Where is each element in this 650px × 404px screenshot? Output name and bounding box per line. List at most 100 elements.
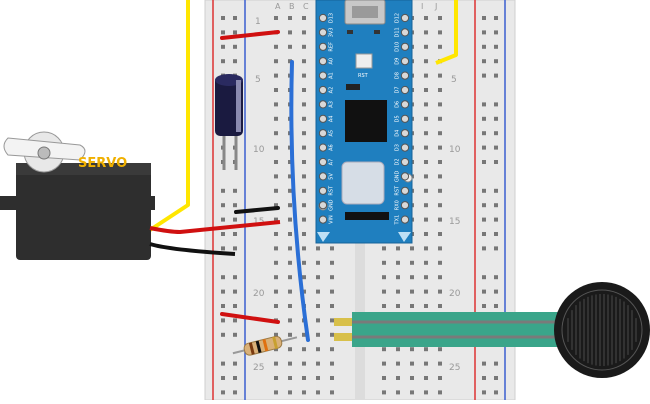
breadboard-hole — [482, 304, 486, 308]
arduino-nano: RST D133V3REFA0A1A2A3A4A5A6A75VRSTGNDVIN… — [315, 0, 413, 244]
breadboard-hole — [438, 232, 442, 236]
row-number-1: 1 — [255, 17, 261, 27]
breadboard-hole — [233, 59, 237, 64]
breadboard-hole — [438, 16, 442, 20]
breadboard-hole — [221, 232, 225, 236]
breadboard-hole — [482, 131, 486, 136]
breadboard-hole — [382, 347, 386, 352]
breadboard-hole — [438, 102, 442, 107]
breadboard-hole — [382, 361, 386, 366]
breadboard-hole — [302, 289, 306, 294]
breadboard-hole — [482, 361, 486, 366]
breadboard-hole — [221, 246, 225, 251]
row-number-20-right: 20 — [449, 289, 461, 299]
arduino-pin-label: A1 — [329, 72, 335, 79]
breadboard-hole — [330, 332, 334, 337]
breadboard-hole — [330, 304, 334, 308]
breadboard-hole — [233, 318, 237, 323]
breadboard-hole — [482, 289, 486, 294]
breadboard-hole — [221, 304, 225, 308]
arduino-pin-label: VIN — [329, 215, 335, 224]
arduino-pin-label: D12 — [395, 13, 401, 23]
breadboard-hole — [288, 59, 292, 64]
breadboard-hole — [482, 59, 486, 64]
breadboard-hole — [288, 260, 292, 265]
arduino-pin-label: D2 — [395, 158, 401, 165]
breadboard-hole — [302, 145, 306, 150]
breadboard-hole — [396, 376, 400, 380]
breadboard-hole — [410, 246, 414, 251]
arduino-pin-label: D3 — [395, 144, 401, 151]
breadboard-hole — [302, 188, 306, 193]
arduino-pin — [400, 42, 410, 51]
breadboard-hole — [233, 332, 237, 337]
breadboard-hole — [494, 246, 498, 251]
breadboard-hole — [424, 217, 428, 222]
breadboard-hole — [316, 361, 320, 366]
breadboard-hole — [274, 188, 278, 193]
breadboard-hole — [221, 217, 225, 222]
breadboard-hole — [396, 289, 400, 294]
breadboard-hole — [396, 260, 400, 265]
breadboard-hole — [494, 145, 498, 150]
breadboard-hole — [221, 332, 225, 337]
breadboard-hole — [302, 361, 306, 366]
breadboard-hole — [274, 275, 278, 280]
breadboard-hole — [302, 390, 306, 395]
breadboard-hole — [274, 376, 278, 380]
arduino-pin-label: A0 — [329, 58, 335, 65]
breadboard-hole — [382, 304, 386, 308]
breadboard-hole — [288, 289, 292, 294]
breadboard-hole — [274, 59, 278, 64]
breadboard-hole — [316, 318, 320, 323]
breadboard-hole — [494, 30, 498, 35]
breadboard-hole — [482, 30, 486, 35]
breadboard-hole — [494, 102, 498, 107]
arduino-pin — [400, 13, 410, 23]
breadboard-hole — [233, 188, 237, 193]
col-letter-c: C — [303, 2, 309, 11]
breadboard-hole — [424, 73, 428, 78]
breadboard-hole — [274, 361, 278, 366]
resistor — [232, 335, 298, 356]
resistor-band-3 — [262, 338, 269, 352]
blue-analog-wire — [289, 60, 310, 342]
arduino-pin-label: A5 — [329, 130, 335, 137]
breadboard-hole — [274, 217, 278, 222]
breadboard-hole — [221, 16, 225, 20]
breadboard-hole — [221, 59, 225, 64]
breadboard-hole — [438, 289, 442, 294]
breadboard-hole — [396, 361, 400, 366]
breadboard-hole — [438, 88, 442, 92]
breadboard-hole — [302, 102, 306, 107]
breadboard-hole — [302, 131, 306, 136]
capacitor-stripe — [236, 80, 241, 132]
breadboard-hole — [494, 188, 498, 193]
arduino-pin — [318, 85, 328, 95]
breadboard-hole — [424, 203, 428, 208]
arduino-pin — [318, 157, 328, 167]
col-letter-j: J — [434, 2, 437, 11]
servo-body — [16, 163, 151, 260]
breadboard-hole — [396, 275, 400, 280]
breadboard-hole — [424, 131, 428, 136]
breadboard-hole — [288, 332, 292, 337]
breadboard-hole — [410, 347, 414, 352]
breadboard-hole — [221, 30, 225, 35]
breadboard-hole — [302, 73, 306, 78]
breadboard-hole — [274, 332, 278, 337]
breadboard-hole — [382, 376, 386, 380]
breadboard-hole — [396, 246, 400, 251]
breadboard-hole — [410, 361, 414, 366]
breadboard-hole — [494, 16, 498, 20]
breadboard-hole — [424, 88, 428, 92]
breadboard-hole — [482, 16, 486, 20]
breadboard-hole — [274, 260, 278, 265]
breadboard-hole — [438, 246, 442, 251]
arduino-pin-label: RST — [329, 185, 335, 196]
microcontroller-chip — [345, 100, 387, 142]
breadboard-hole — [288, 188, 292, 193]
breadboard-hole — [438, 131, 442, 136]
arduino-pin-label: D13 — [329, 13, 335, 23]
breadboard-hole — [396, 304, 400, 308]
